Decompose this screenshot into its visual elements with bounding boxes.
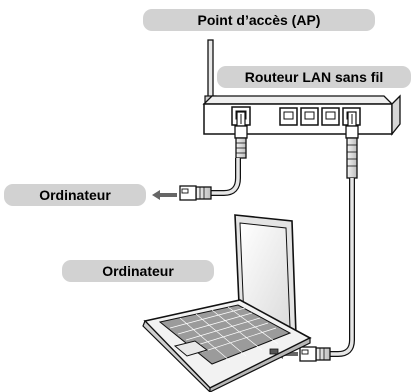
access-point-label: Point d’accès (AP) [143, 9, 375, 31]
arrow-to-desktop-icon [152, 190, 177, 200]
desktop-computer-label: Ordinateur [4, 184, 146, 206]
antenna-icon [204, 39, 217, 105]
ethernet-cable-1-icon [179, 111, 248, 201]
laptop-icon [142, 214, 312, 392]
router-label: Routeur LAN sans fil [217, 66, 411, 88]
ethernet-cable-2-icon [299, 111, 359, 362]
laptop-computer-label: Ordinateur [62, 260, 214, 282]
